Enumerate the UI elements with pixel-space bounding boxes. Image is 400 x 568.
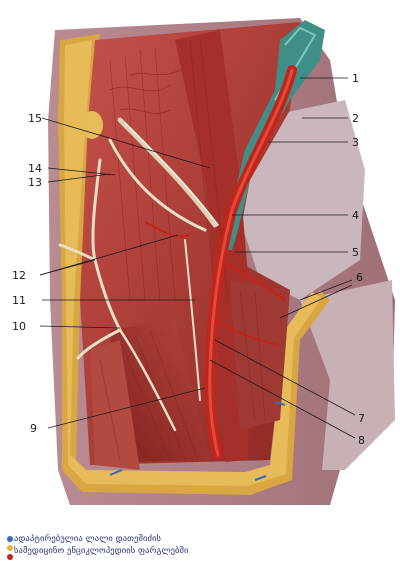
leader-line-6a — [299, 279, 353, 301]
label-12: 12 — [12, 269, 26, 282]
leader-line-7 — [214, 339, 356, 416]
fat-pad — [81, 111, 103, 139]
caption-line-2: სამედიცინო ენციკლოპედიის ფარგლებში — [14, 546, 189, 556]
caption-logo-icon — [7, 536, 13, 560]
label-2: 2 — [352, 112, 359, 125]
label-7: 7 — [358, 412, 365, 425]
nerves — [58, 117, 219, 432]
fat-layer — [58, 34, 330, 495]
leader-line-12b — [39, 234, 179, 276]
leader-line-15 — [41, 117, 211, 169]
number-labels: 1 2 3 4 5 6 7 8 9 10 11 12 13 14 15 — [12, 72, 365, 447]
leader-line-10 — [39, 325, 121, 329]
caption-line-1: ადაპტირებულია ლალი დათეშიძის — [14, 534, 162, 544]
label-5: 5 — [352, 246, 359, 259]
femoral-artery — [144, 65, 297, 460]
leader-line-14 — [47, 167, 116, 176]
leader-line-6b — [279, 284, 353, 319]
superficial-veins — [109, 401, 286, 481]
label-4: 4 — [352, 209, 359, 222]
label-1: 1 — [352, 72, 359, 85]
label-14: 14 — [28, 162, 42, 175]
leader-lines — [39, 77, 356, 439]
label-15: 15 — [28, 112, 42, 125]
leader-line-13 — [47, 173, 111, 183]
label-10: 10 — [12, 320, 26, 333]
caption: ადაპტირებულია ლალი დათეშიძის სამედიცინო … — [0, 527, 400, 568]
leader-line-9 — [47, 387, 206, 429]
label-8: 8 — [358, 434, 365, 447]
label-3: 3 — [352, 136, 359, 149]
leader-line-8 — [209, 359, 356, 439]
label-9: 9 — [30, 422, 37, 435]
label-11: 11 — [12, 294, 26, 307]
label-6: 6 — [356, 271, 363, 284]
label-13: 13 — [28, 176, 42, 189]
